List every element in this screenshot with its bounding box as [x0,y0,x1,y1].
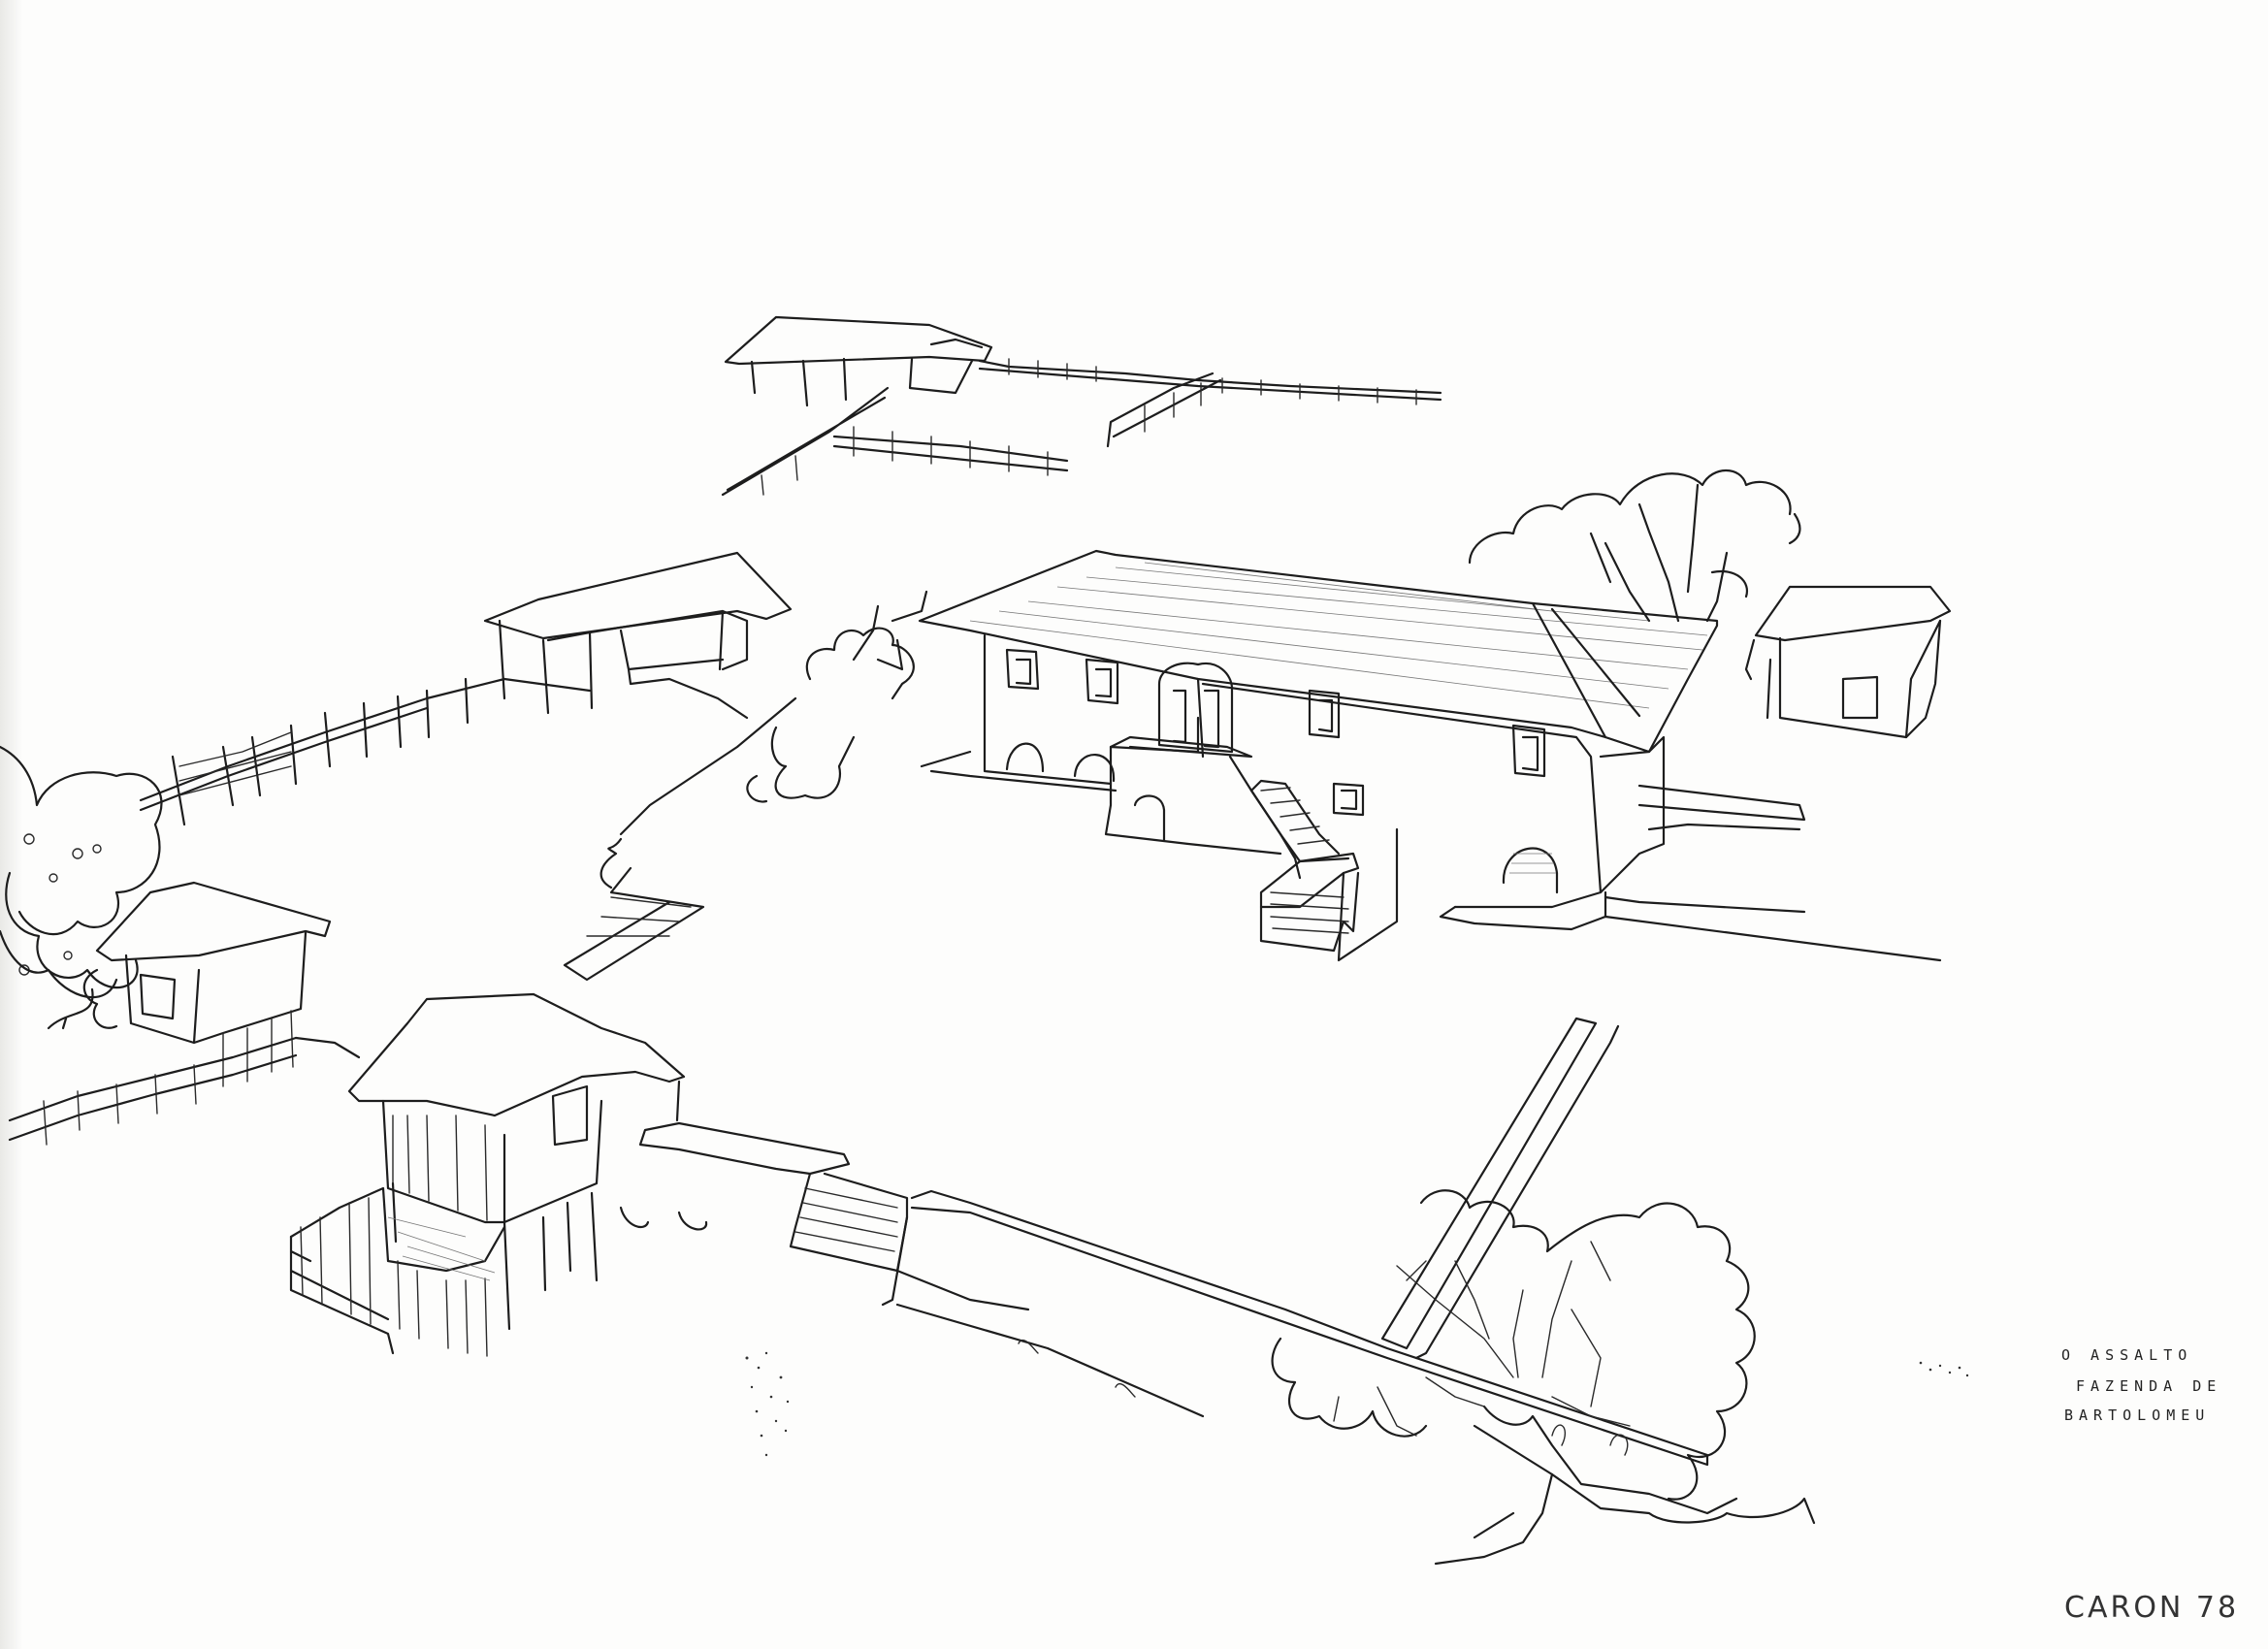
lower-left-fence [8,1036,361,1146]
caption-location-line2: BARTOLOMEU [2064,1406,2211,1424]
left-yard-line [563,696,797,982]
small-hut-left [95,881,332,1087]
lower-road [895,1303,1205,1418]
artist-signature: CARON 78 [2064,1591,2240,1625]
back-corral-fences [721,358,1442,497]
hut-bushes [82,968,118,1029]
left-bushes [0,745,163,1030]
left-shed [483,551,793,720]
back-corral-shed [724,315,993,407]
caption-title: O ASSALTO [2061,1346,2193,1364]
diagonal-channel [1380,1017,1620,1360]
right-hut [1744,585,1952,739]
stipple-marks [745,1351,1969,1457]
tree-lower-right [1271,1189,1816,1566]
caption-location-line1: FAZENDA DE [2076,1377,2222,1395]
left-long-fence [139,677,506,826]
center-bridge [619,1121,1709,1467]
stilt-shed [289,992,686,1357]
page-binding-edge [0,0,21,1649]
main-house [918,549,1942,962]
trees-behind-house [1468,469,1801,623]
trees-near-house [746,590,928,803]
